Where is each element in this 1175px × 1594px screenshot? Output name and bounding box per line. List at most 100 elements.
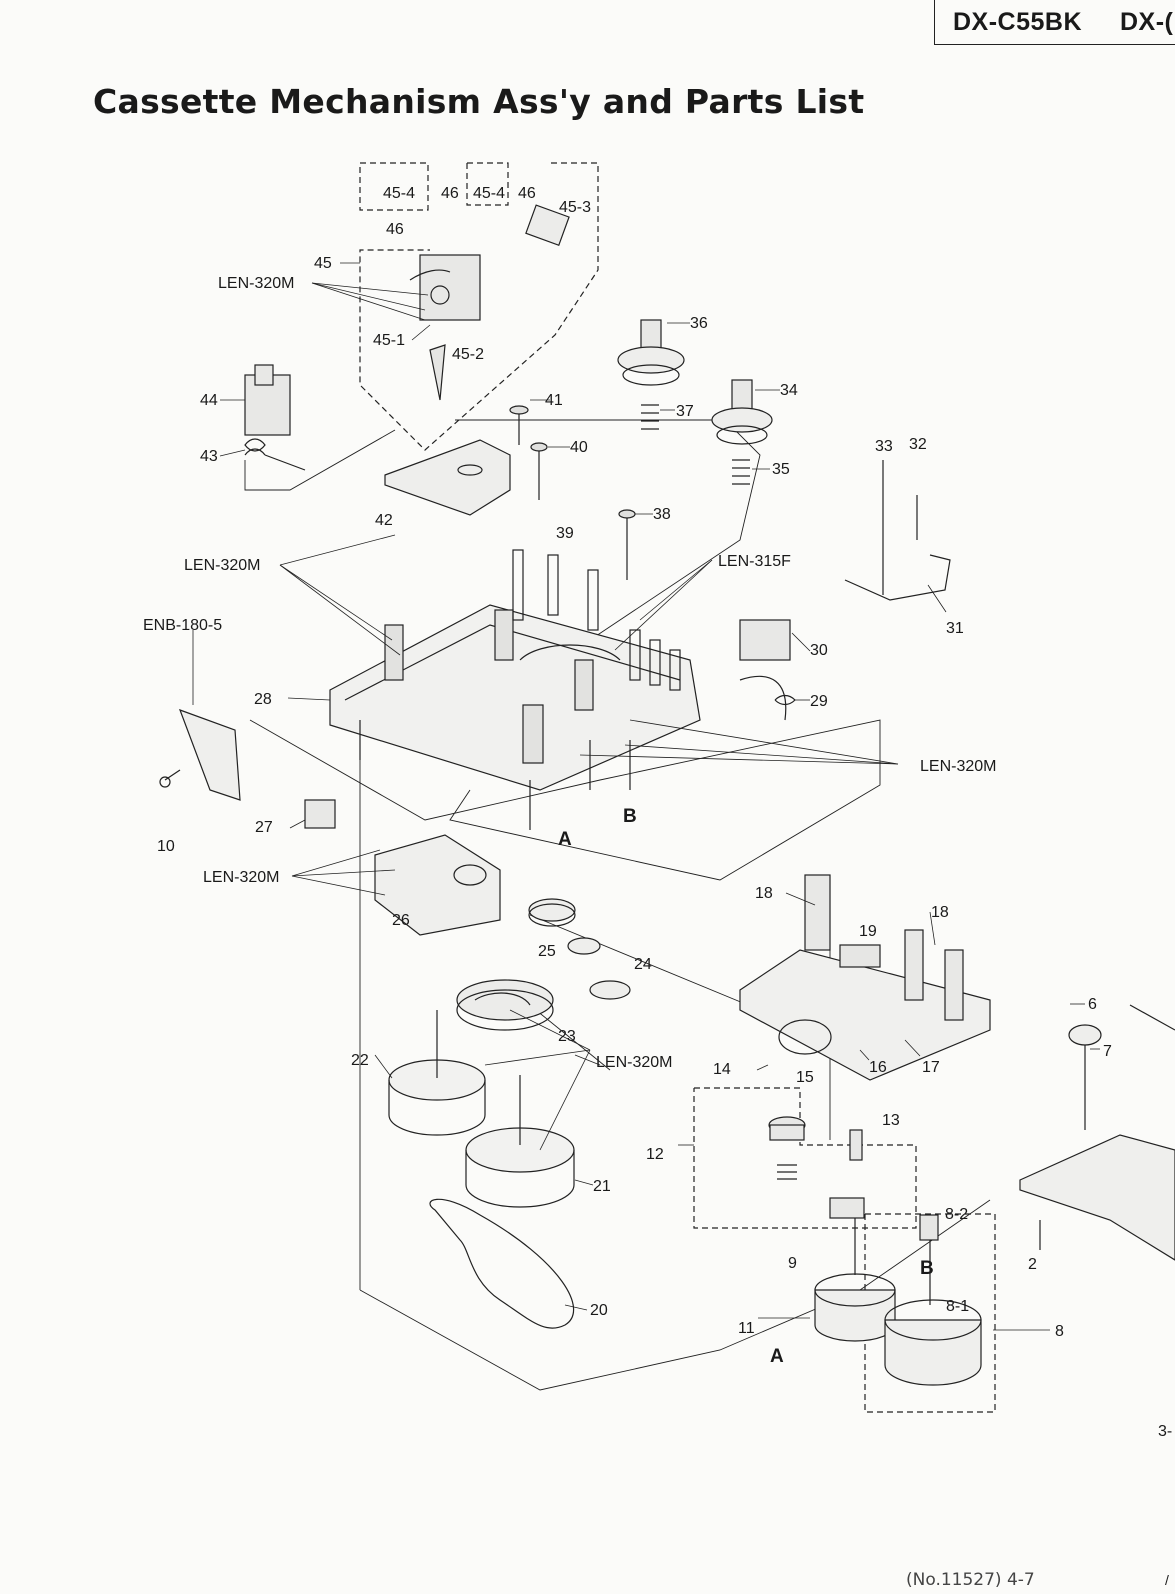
label-39: 39 — [556, 525, 574, 542]
flywheel-22 — [388, 1010, 486, 1136]
label-42: 42 — [375, 512, 393, 529]
lubricant-label: LEN-320M — [203, 869, 279, 886]
model-number-box: DX-C55BK DX-( — [934, 0, 1175, 45]
label-31: 31 — [946, 620, 964, 637]
label-2: 2 — [1028, 1256, 1037, 1273]
part-27 — [304, 799, 336, 829]
label-46: 46 — [518, 185, 536, 202]
lubricant-label: LEN-320M — [596, 1054, 672, 1071]
mark-a: A — [558, 829, 572, 850]
label-45: 45 — [314, 255, 332, 272]
mark-a: A — [770, 1346, 784, 1367]
label-41: 41 — [545, 392, 563, 409]
corner-mark: / — [1165, 1572, 1169, 1588]
label-14: 14 — [713, 1061, 731, 1078]
label-27: 27 — [255, 819, 273, 836]
label-45-4: 45-4 — [383, 185, 415, 202]
label-19: 19 — [859, 923, 877, 940]
pinch-roller-arm-44 — [244, 364, 306, 471]
label-37: 37 — [676, 403, 694, 420]
mark-b: B — [623, 806, 637, 827]
label-8-1: 8-1 — [946, 1298, 969, 1315]
lubricant-label: ENB-180-5 — [143, 617, 222, 634]
label-22: 22 — [351, 1052, 369, 1069]
label-46: 46 — [441, 185, 459, 202]
label-45-1: 45-1 — [373, 332, 405, 349]
bracket-left — [159, 708, 241, 801]
label-11: 11 — [738, 1320, 755, 1337]
label-21: 21 — [593, 1178, 611, 1195]
label-8: 8 — [1055, 1323, 1064, 1340]
page-reference: 3- — [1158, 1423, 1173, 1440]
base-chassis-28 — [329, 549, 701, 830]
label-34: 34 — [780, 382, 798, 399]
label-13: 13 — [882, 1112, 900, 1129]
label-18: 18 — [931, 904, 949, 921]
motor-8 — [884, 1214, 982, 1386]
screws-41-40-38 — [509, 405, 636, 580]
label-32: 32 — [909, 436, 927, 453]
gear-25 — [528, 898, 576, 927]
label-36: 36 — [690, 315, 708, 332]
label-6: 6 — [1088, 996, 1097, 1013]
model-number-secondary: DX-( — [1120, 8, 1174, 36]
label-25: 25 — [538, 943, 556, 960]
arm-30 — [739, 619, 796, 721]
subassembly-outline-45 — [359, 162, 599, 451]
label-17: 17 — [922, 1059, 940, 1076]
label-24: 24 — [634, 956, 652, 973]
label-43: 43 — [200, 448, 218, 465]
subassembly-outline-12 — [693, 1087, 917, 1229]
label-28: 28 — [254, 691, 272, 708]
head-assembly-45 — [409, 204, 570, 401]
part-labels: 45-4 46 45-4 46 45-3 46 45 45-1 45-2 44 … — [157, 185, 1112, 1367]
label-12: 12 — [646, 1146, 664, 1163]
slide-plate-26 — [374, 834, 501, 936]
page-title: Cassette Mechanism Ass'y and Parts List — [93, 82, 865, 121]
reel-table-34 — [711, 379, 773, 485]
label-20: 20 — [590, 1302, 608, 1319]
mark-b: B — [920, 1258, 934, 1279]
label-40: 40 — [570, 439, 588, 456]
side-mechanism — [1019, 1004, 1175, 1261]
label-16: 16 — [869, 1059, 887, 1076]
label-26: 26 — [392, 912, 410, 929]
lever-31 — [844, 460, 951, 601]
label-46: 46 — [386, 221, 404, 238]
label-7: 7 — [1103, 1043, 1112, 1060]
subassembly-outline-8 — [864, 1213, 996, 1413]
reel-table-36 — [617, 319, 685, 430]
lubricant-labels: LEN-320M LEN-320M LEN-320M LEN-320M LEN-… — [143, 275, 996, 1071]
clutch-12 — [768, 1116, 865, 1219]
label-9: 9 — [788, 1255, 797, 1272]
label-10: 10 — [157, 838, 175, 855]
gears-24 — [567, 937, 631, 1000]
model-number-primary: DX-C55BK — [953, 8, 1083, 36]
label-8-2: 8-2 — [945, 1206, 968, 1223]
label-23: 23 — [558, 1028, 576, 1045]
lubricant-label: LEN-320M — [218, 275, 294, 292]
lubricant-label: LEN-315F — [718, 553, 791, 570]
lubricant-label: LEN-320M — [920, 758, 996, 775]
label-18: 18 — [755, 885, 773, 902]
belt-20 — [429, 1198, 575, 1329]
footer-page-number: (No.11527) 4-7 — [906, 1570, 1035, 1590]
label-30: 30 — [810, 642, 828, 659]
label-44: 44 — [200, 392, 218, 409]
label-38: 38 — [653, 506, 671, 523]
lubricant-label: LEN-320M — [184, 557, 260, 574]
gear-23 — [456, 979, 554, 1031]
label-29: 29 — [810, 693, 828, 710]
label-33: 33 — [875, 438, 893, 455]
label-45-4: 45-4 — [473, 185, 505, 202]
label-45-3: 45-3 — [559, 199, 591, 216]
leader-lines — [192, 262, 1100, 1331]
flywheel-21 — [465, 1075, 575, 1208]
label-15: 15 — [796, 1069, 814, 1086]
label-45-2: 45-2 — [452, 346, 484, 363]
sub-chassis-18 — [739, 874, 991, 1081]
label-35: 35 — [772, 461, 790, 478]
frame-outline — [244, 419, 991, 1391]
plate-42 — [384, 439, 511, 516]
